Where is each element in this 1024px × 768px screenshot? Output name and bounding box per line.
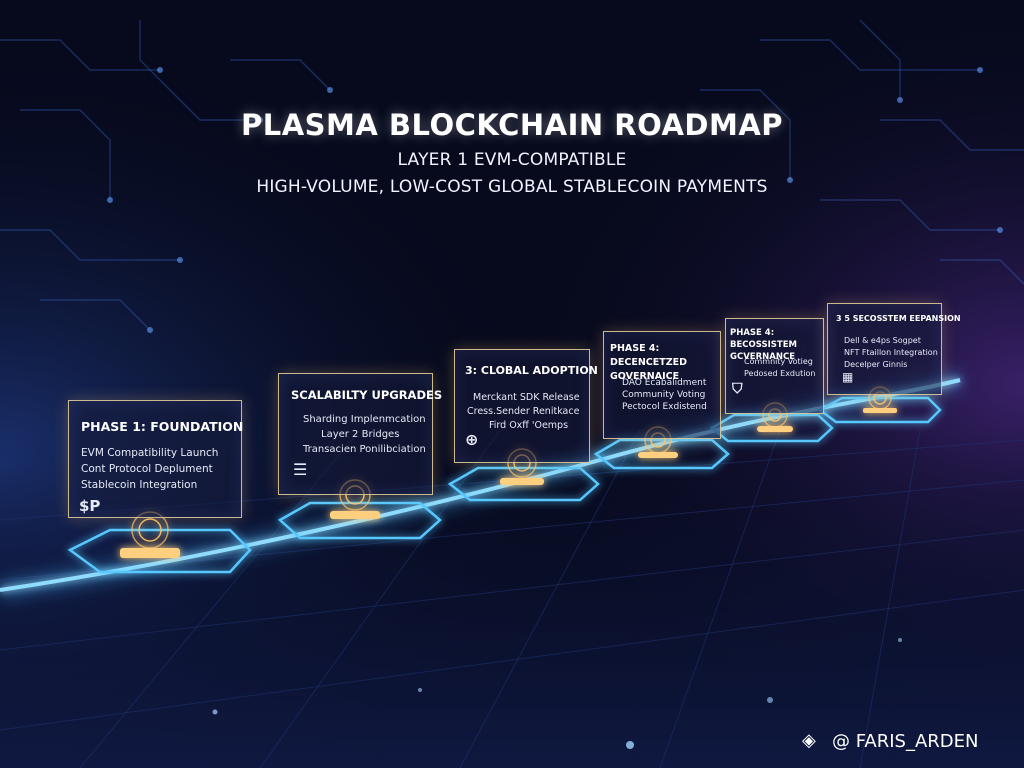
phase-card-governance: PHASE 4: DECENCETZED GOVERNAICE DAO Ecab… [603, 331, 721, 439]
phase-card-global-adoption: 3: CLOBAL ADOPTION Merckant SDK Release … [454, 349, 598, 463]
phase-item: EVM Compatibility Launch [81, 447, 219, 459]
phase-item: Decelper Ginnis [844, 360, 908, 369]
phase-card-foundation: PHASE 1: FOUNDATION EVM Compatibility La… [68, 400, 244, 518]
watermark-handle: @ FARIS_ARDEN [832, 731, 979, 752]
phase-card-ecosystem-governance: PHASE 4: BECOSSISTEM GCVERNANCE Commnity… [725, 318, 824, 414]
stack-icon: ☰ [293, 460, 308, 479]
globe-icon: ⊕ [465, 430, 479, 449]
phase-item: DAO Ecabalidment [622, 378, 707, 388]
phase-item: Pedosed Exdution [744, 369, 816, 378]
phase-item: Fird Oxff 'Oemps [489, 420, 569, 431]
phase-card-ecosystem-expansion: 3 5 SECOSSTEM EEPANSION Dell & e4ps Sogp… [827, 303, 961, 395]
apps-icon: ▦ [842, 370, 854, 384]
author-watermark: ◈ @ FARIS_ARDEN [802, 730, 1018, 758]
binance-icon: ◈ [802, 730, 816, 751]
phase-title: 3: CLOBAL ADOPTION [465, 364, 598, 377]
phase-item: Sharding Implenmcation [303, 414, 426, 425]
phase-item: Cont Protocol Deplument [81, 463, 213, 475]
phase-item: Stablecoin Integration [81, 479, 198, 491]
subtitle-payments: HIGH-VOLUME, LOW-COST GLOBAL STABLECOIN … [256, 177, 768, 197]
phase-item: Community Voting [622, 390, 706, 400]
page-title: PLASMA BLOCKCHAIN ROADMAP [240, 108, 784, 142]
phase-title: 3 5 SECOSSTEM EEPANSION [836, 314, 961, 323]
subtitle-layer1: LAYER 1 EVM-COMPATIBLE [397, 150, 627, 170]
phase-item: Commnity Votieg [744, 357, 813, 366]
phase-item: Pectocol Exdistend [622, 402, 707, 412]
phase-item: NFT Ftaillon Integration [844, 348, 938, 357]
dollar-p-icon: $P [79, 497, 101, 515]
phase-item: Dell & e4ps Sogpet [844, 336, 921, 345]
phase-title: PHASE 4: BECOSSISTEM GCVERNANCE [730, 328, 797, 362]
phase-title: PHASE 1: FOUNDATION [81, 419, 244, 434]
phase-item: Merckant SDK Release [473, 392, 580, 403]
phase-item: Cress.Sender Renitkace [467, 406, 580, 417]
phase-title: SCALABILTY UPGRADES [291, 388, 443, 402]
shield-icon: ⛉ [732, 381, 743, 397]
phase-title: PHASE 4: DECENCETZED GOVERNAICE [610, 343, 687, 382]
phase-item: Transacien Ponilibciation [303, 444, 426, 455]
phase-item: Layer 2 Bridges [321, 429, 400, 440]
phase-card-scalability: SCALABILTY UPGRADES Sharding Implenmcati… [278, 373, 442, 495]
